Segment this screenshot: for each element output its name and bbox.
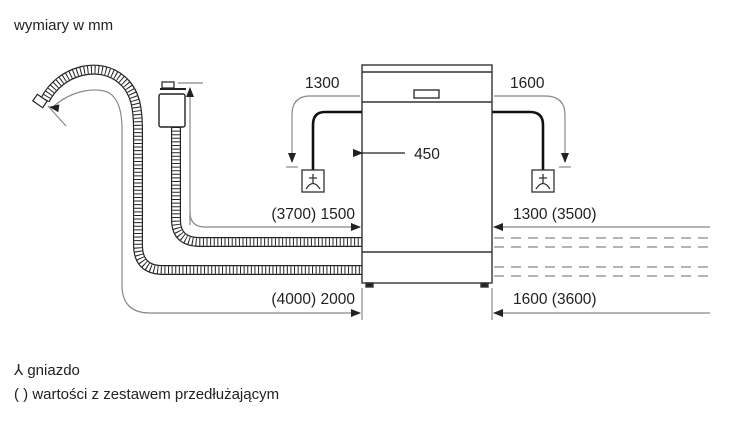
cord-right-arrow bbox=[494, 95, 569, 163]
inlet-left-length: (3700) 1500 bbox=[271, 206, 355, 223]
power-cords bbox=[311, 110, 545, 170]
socket-symbol-icon: ⅄ bbox=[14, 362, 24, 379]
socket-left-icon bbox=[301, 169, 325, 193]
drain-hook-icon bbox=[31, 93, 49, 109]
inlet-hose bbox=[158, 81, 362, 247]
drain-right-length: 1600 (3600) bbox=[513, 291, 597, 308]
legend-socket-label: gniazdo bbox=[27, 362, 80, 379]
drain-left-arrow bbox=[51, 89, 361, 317]
legend-socket: ⅄ gniazdo bbox=[14, 361, 80, 379]
legend-brackets: ( ) wartości z zestawem przedłużającym bbox=[14, 386, 279, 403]
dimension-lines bbox=[47, 82, 710, 320]
socket-right-icon bbox=[531, 169, 555, 193]
inlet-left-arrow bbox=[189, 211, 361, 231]
drain-hose bbox=[31, 64, 362, 275]
hose-extension-dashes bbox=[494, 237, 710, 277]
control-display bbox=[413, 89, 440, 99]
valve-cap-icon bbox=[161, 81, 175, 89]
dishwasher-body bbox=[361, 64, 493, 288]
left-cord-length: 1300 bbox=[305, 75, 340, 92]
appliance-width: 450 bbox=[414, 146, 440, 163]
drain-left-length: (4000) 2000 bbox=[271, 291, 355, 308]
units-caption: wymiary w mm bbox=[14, 17, 114, 34]
aquastop-valve-icon bbox=[158, 93, 186, 128]
inlet-right-length: 1300 (3500) bbox=[513, 206, 597, 223]
brackets-symbol: ( ) bbox=[14, 386, 29, 403]
cord-left-arrow bbox=[288, 95, 360, 163]
legend-brackets-label: wartości z zestawem przedłużającym bbox=[32, 386, 280, 403]
right-cord-length: 1600 bbox=[510, 75, 545, 92]
